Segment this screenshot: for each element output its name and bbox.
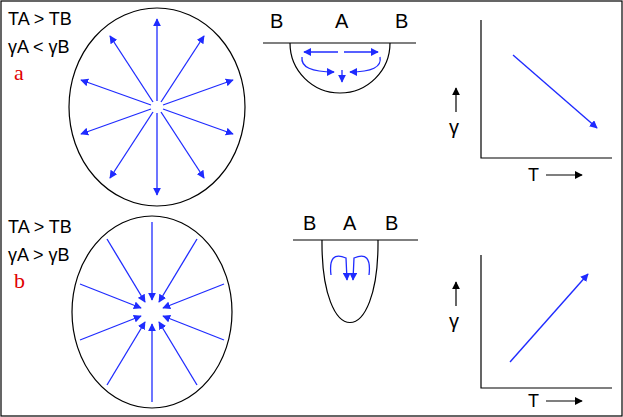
graph-axes — [481, 20, 612, 158]
condition-label: TA > TB — [8, 218, 72, 236]
flow-arrow — [163, 109, 233, 134]
flow-arrow — [80, 316, 141, 340]
flow-arrow — [331, 256, 347, 280]
axis-arrow — [546, 400, 582, 401]
flow-arrow — [107, 322, 145, 385]
region-letter: B — [303, 213, 316, 233]
flow-arrow — [344, 51, 378, 52]
flow-arrow — [163, 316, 224, 340]
flow-arrow — [110, 112, 153, 178]
flow-arrow — [151, 324, 152, 402]
trend-line — [513, 55, 597, 128]
flow-arrow — [80, 284, 141, 308]
surface-line — [293, 239, 418, 240]
axis-arrow — [455, 88, 456, 112]
axis-arrow — [455, 282, 456, 306]
flow-arrow — [156, 19, 157, 101]
flow-arrow — [350, 57, 380, 72]
region-letter: A — [335, 11, 348, 31]
region-letter: B — [270, 11, 283, 31]
flow-arrow — [81, 80, 151, 105]
melt-pool-outline — [69, 8, 245, 206]
condition-label: TA > TB — [8, 10, 72, 28]
region-letter: B — [385, 213, 398, 233]
surface-line — [263, 42, 416, 43]
flow-arrow — [163, 284, 224, 308]
panel-letter: b — [14, 270, 25, 292]
flow-arrow — [156, 113, 157, 195]
axis-arrow — [546, 174, 582, 175]
flow-arrow — [304, 51, 338, 52]
condition-label: γA < γB — [8, 38, 70, 56]
trend-line — [510, 274, 588, 362]
graph-axes — [481, 255, 612, 388]
region-letter: B — [395, 11, 408, 31]
region-letter: A — [343, 213, 356, 233]
flow-arrow — [353, 256, 369, 280]
axis-label: γ — [449, 311, 459, 331]
pool-section — [322, 240, 378, 323]
axis-label: T — [528, 392, 539, 410]
flow-arrow — [151, 222, 152, 300]
flow-arrow — [341, 70, 342, 82]
flow-arrow — [159, 239, 197, 302]
melt-pool-outline — [72, 216, 232, 408]
flow-arrow — [302, 57, 334, 72]
axis-label: γ — [449, 117, 459, 137]
panel-letter: a — [14, 62, 24, 84]
flow-arrow — [159, 322, 197, 385]
flow-arrow — [161, 36, 204, 102]
flow-arrow — [107, 239, 145, 302]
condition-label: γA > γB — [8, 246, 70, 264]
axis-label: T — [528, 166, 539, 184]
pool-section — [290, 43, 390, 93]
